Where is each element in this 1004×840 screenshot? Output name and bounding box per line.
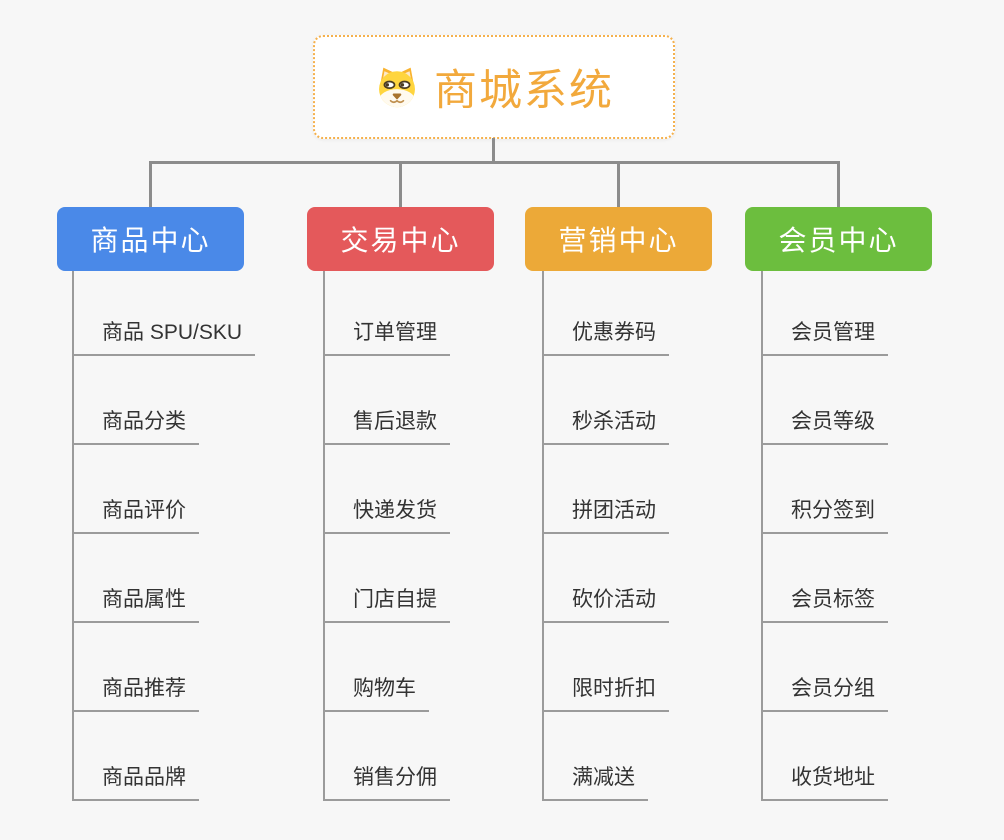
leaf-node[interactable]: 砍价活动	[542, 579, 669, 623]
leaf-node[interactable]: 收货地址	[761, 757, 888, 801]
leaf-node[interactable]: 秒杀活动	[542, 401, 669, 445]
connector-branch-drop	[399, 161, 402, 208]
connector-branch-trunk	[323, 271, 325, 801]
connector-bus	[149, 161, 840, 164]
leaf-node[interactable]: 订单管理	[323, 312, 450, 356]
branch-node[interactable]: 营销中心	[525, 207, 712, 271]
connector-branch-drop	[149, 161, 152, 208]
connector-branch-trunk	[761, 271, 763, 801]
leaf-node[interactable]: 限时折扣	[542, 668, 669, 712]
connector-branch-trunk	[72, 271, 74, 801]
branch-node[interactable]: 商品中心	[57, 207, 244, 271]
shiba-dog-icon	[374, 64, 420, 110]
leaf-node[interactable]: 会员分组	[761, 668, 888, 712]
leaf-node[interactable]: 快递发货	[323, 490, 450, 534]
leaf-node[interactable]: 商品评价	[72, 490, 199, 534]
branch-node[interactable]: 交易中心	[307, 207, 494, 271]
leaf-node[interactable]: 积分签到	[761, 490, 888, 534]
root-node-mall-system[interactable]: 商城系统	[313, 35, 675, 139]
leaf-node[interactable]: 商品品牌	[72, 757, 199, 801]
leaf-node[interactable]: 拼团活动	[542, 490, 669, 534]
leaf-node[interactable]: 门店自提	[323, 579, 450, 623]
leaf-node[interactable]: 销售分佣	[323, 757, 450, 801]
leaf-node[interactable]: 商品推荐	[72, 668, 199, 712]
leaf-node[interactable]: 会员等级	[761, 401, 888, 445]
connector-root-stem	[492, 138, 495, 163]
connector-branch-trunk	[542, 271, 544, 801]
leaf-node[interactable]: 售后退款	[323, 401, 450, 445]
leaf-node[interactable]: 商品属性	[72, 579, 199, 623]
leaf-node[interactable]: 满减送	[542, 757, 648, 801]
leaf-node[interactable]: 商品 SPU/SKU	[72, 312, 256, 356]
leaf-node[interactable]: 优惠券码	[542, 312, 669, 356]
leaf-node[interactable]: 会员标签	[761, 579, 888, 623]
branch-node[interactable]: 会员中心	[745, 207, 932, 271]
leaf-node[interactable]: 商品分类	[72, 401, 199, 445]
connector-branch-drop	[617, 161, 620, 208]
connector-branch-drop	[837, 161, 840, 208]
root-title: 商城系统	[434, 67, 614, 115]
leaf-node[interactable]: 会员管理	[761, 312, 888, 356]
leaf-node[interactable]: 购物车	[323, 668, 429, 712]
